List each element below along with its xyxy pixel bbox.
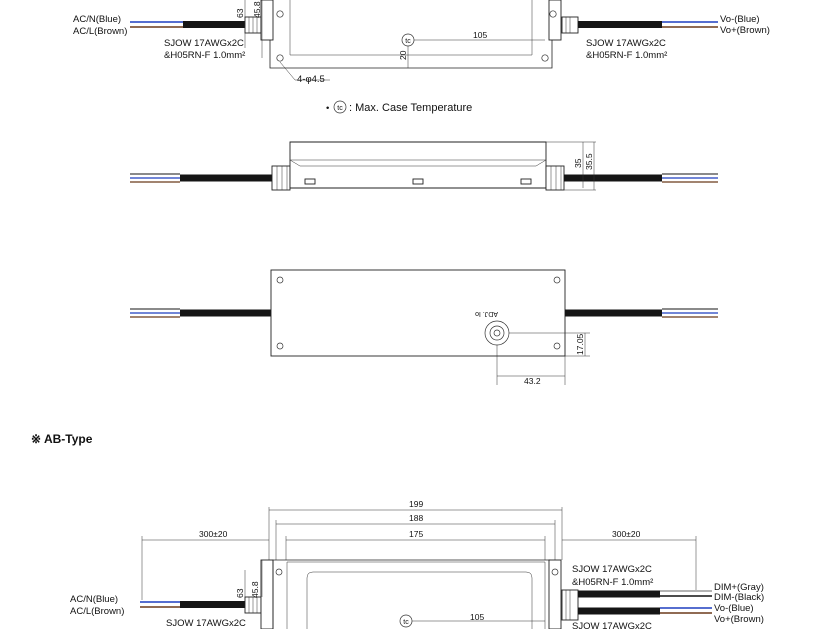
mounting-hole (541, 54, 549, 62)
dim-35: 35 (573, 158, 583, 168)
left-label-ac-n: AC/N(Blue) (73, 14, 121, 25)
adj-label: ADJ. Io (475, 310, 498, 317)
bottom-case (270, 269, 566, 357)
ab-right-label-dim-minus: DIM-(Black) (714, 592, 764, 603)
dim-20: 20 (398, 50, 408, 60)
ab-left-label-ac-l: AC/L(Brown) (70, 606, 124, 617)
ab-dim-45-8: 45.8 (250, 581, 260, 598)
mounting-hole (276, 10, 284, 18)
cable-spec-left: SJOW 17AWGx2C (164, 38, 244, 49)
side-view: 35 35.5 (130, 141, 718, 191)
ab-right-label-vo-minus: Vo-(Blue) (714, 603, 754, 614)
ab-tc-symbol: tc (403, 619, 409, 626)
top-view: AC/N(Blue) AC/L(Brown) Vo-(Blue) Vo+(Bro… (73, 0, 770, 114)
dim-63: 63 (235, 8, 245, 18)
side-right-gland (545, 165, 565, 191)
ab-type-heading: ※ AB-Type (31, 432, 93, 446)
ab-type-view: 199 188 175 300±20 300±20 (70, 499, 764, 629)
case-inner-outline (289, 0, 533, 56)
ab-cable-spec-right-2: &H05RN-F 1.0mm² (572, 577, 653, 588)
tc-symbol: tc (405, 38, 411, 45)
ab-case-inner (306, 571, 533, 629)
bottom-view: ADJ. Io 43.2 17.05 (130, 269, 718, 386)
left-label-ac-l: AC/L(Brown) (73, 26, 127, 37)
ab-dim-right-cable: 300±20 (612, 529, 641, 539)
case-outline (269, 0, 553, 69)
tc-note: : Max. Case Temperature (349, 102, 472, 114)
tc-note-symbol: tc (337, 105, 343, 112)
ab-dim-63: 63 (235, 588, 245, 598)
holes-label: 4-φ4.5 (297, 74, 325, 85)
ab-cable-spec-left: SJOW 17AWGx2C (166, 618, 246, 629)
ab-cable-spec-right: SJOW 17AWGx2C (572, 564, 652, 575)
ab-dim-105: 105 (470, 612, 484, 622)
tc-note-marker (333, 100, 347, 114)
cable-spec-right-2: &H05RN-F 1.0mm² (586, 50, 667, 61)
ab-right-label-dim-plus: DIM+(Gray) (714, 582, 764, 593)
ab-cable-spec-right-lower: SJOW 17AWGx2C (572, 621, 652, 629)
right-label-vo-minus: Vo-(Blue) (720, 14, 760, 25)
ab-right-label-vo-plus: Vo+(Brown) (714, 614, 764, 625)
ab-dim-199: 199 (409, 499, 423, 509)
mounting-hole (276, 54, 284, 62)
dim-105: 105 (473, 30, 487, 40)
ab-left-label-ac-n: AC/N(Blue) (70, 594, 118, 605)
ab-dim-175: 175 (409, 529, 423, 539)
svg-text:•: • (326, 103, 329, 114)
mounting-hole (549, 10, 557, 18)
right-label-vo-plus: Vo+(Brown) (720, 25, 770, 36)
dim-45-8: 45.8 (252, 1, 262, 18)
cable-spec-left-2: &H05RN-F 1.0mm² (164, 50, 245, 61)
ab-dim-left-cable: 300±20 (199, 529, 228, 539)
dim-35-5: 35.5 (584, 153, 594, 170)
ab-dim-188: 188 (409, 513, 423, 523)
side-left-gland (271, 165, 291, 191)
cable-spec-right: SJOW 17AWGx2C (586, 38, 666, 49)
dim-17-05: 17.05 (575, 333, 585, 355)
dim-43-2: 43.2 (524, 376, 541, 386)
